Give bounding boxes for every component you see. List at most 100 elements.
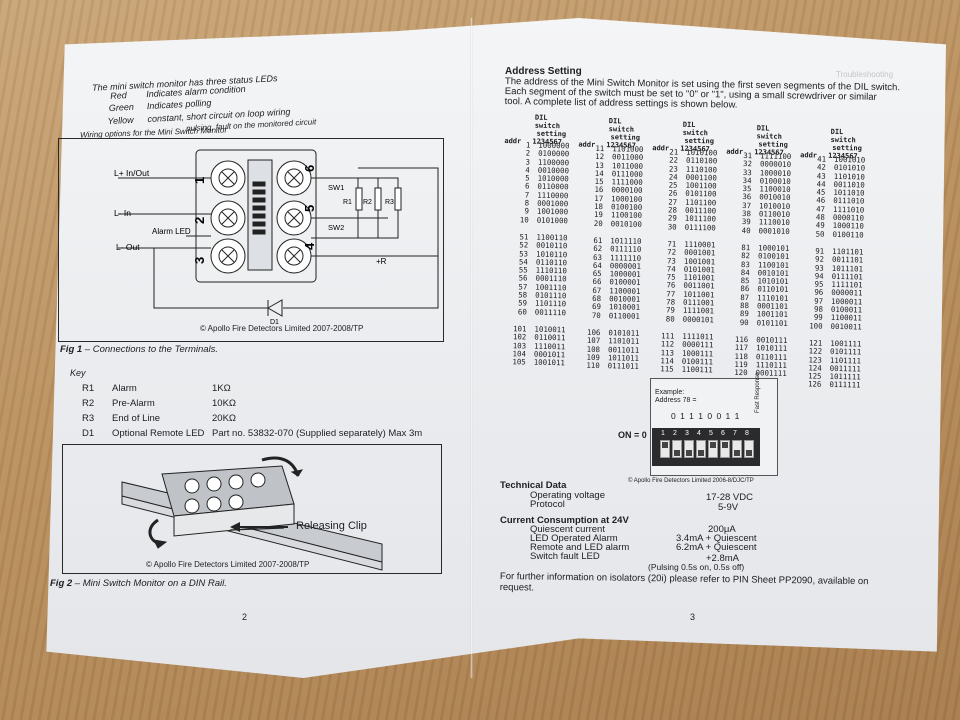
dip-switch-toggle[interactable] [660, 440, 670, 458]
fig2-caption: Fig 2 – Mini Switch Monitor on a DIN Rai… [50, 578, 227, 589]
fig1-caption: Fig 1 – Connections to the Terminals. [60, 344, 218, 355]
key-name: Pre-Alarm [112, 398, 155, 409]
address-cell: 80 [665, 314, 675, 324]
current-label: Quiescent current [530, 524, 605, 535]
dip-switch-toggle[interactable] [708, 440, 718, 458]
address-cell: 110 [586, 360, 600, 371]
dip-switch-toggle[interactable] [684, 440, 694, 458]
example-title: Example: [655, 389, 685, 396]
technical-title: Technical Data [500, 480, 567, 491]
current-value: 200μA [708, 524, 736, 535]
tech-value: 5-9V [718, 502, 739, 513]
dip-switch-number: 2 [673, 430, 677, 437]
current-label: LED Operated Alarm [530, 533, 618, 544]
resistor-label-r1: R1 [343, 199, 352, 206]
key-name: End of Line [112, 413, 161, 424]
terminal-label-l-in-out: L+ In/Out [114, 168, 150, 178]
terminal-label-sw2: SW2 [328, 223, 344, 232]
dip-switch-knob [662, 442, 668, 448]
dip-switch-toggle[interactable] [672, 440, 682, 458]
address-cell: 126 [807, 379, 822, 390]
dip-switch-number: 5 [709, 430, 713, 437]
arrow-head-icon [230, 522, 240, 532]
dip-switch-number: 4 [697, 430, 701, 437]
page-number-3: 3 [690, 612, 696, 622]
terminal-label-l-out: L- Out [116, 242, 140, 252]
fast-response-label: Fast Response [755, 372, 761, 413]
current-label: Switch fault LED [530, 551, 600, 562]
current-value: 3.4mA + Quiescent [676, 533, 757, 544]
dip-switch-number: 8 [745, 430, 749, 437]
current-value: 6.2mA + Quiescent [676, 542, 757, 553]
fig1-label: Fig 1 [60, 344, 83, 355]
terminal-label-plus-r: +R [376, 257, 387, 266]
status-green-desc: Indicates polling [146, 97, 212, 112]
example-copyright: © Apollo Fire Detectors Limited 2006-8/D… [628, 478, 754, 484]
key-name: Optional Remote LED [112, 428, 205, 439]
address-cell: 115 [660, 364, 674, 374]
header-text: DIL switch [608, 117, 635, 134]
key-symbol: D1 [82, 428, 95, 439]
fig2-copyright: © Apollo Fire Detectors Limited 2007-200… [146, 560, 310, 569]
dip-switch-knob [686, 450, 692, 456]
fig1-text: – Connections to the Terminals. [82, 344, 219, 355]
address-setting-title: Address Setting [505, 66, 582, 77]
address-cell: 120 [734, 368, 748, 378]
address-paragraph: The address of the Mini Switch Monitor i… [505, 76, 901, 113]
example-bits: 0 1 1 1 0 0 1 1 [671, 411, 741, 421]
dip-switch-knob [698, 450, 704, 456]
header-text: DIL switch [682, 120, 709, 138]
resistor-label-r2: R2 [363, 199, 372, 206]
key-value: 1KΩ [212, 383, 231, 394]
dip-switch-toggle[interactable] [696, 440, 706, 458]
diode-label-d1: D1 [270, 319, 279, 326]
address-cell: 90 [739, 317, 749, 327]
example-address: Address 78 = [655, 397, 697, 404]
terminal-label-sw1: SW1 [328, 183, 344, 192]
terminal-label-alarm-led: Alarm LED [152, 227, 191, 236]
fig1-panel [58, 138, 444, 342]
dip-switch-knob [710, 442, 716, 448]
address-cell: 30 [667, 222, 677, 232]
dip-switch [652, 428, 760, 466]
status-red-label: Red [110, 90, 128, 101]
key-symbol: R2 [82, 398, 95, 409]
page-2: The mini switch monitor has three status… [50, 73, 444, 622]
status-yellow-label: Yellow [107, 114, 134, 127]
status-green-label: Green [108, 101, 135, 114]
address-cell: 60 [517, 306, 527, 317]
current-label: Remote and LED alarm [530, 542, 630, 553]
dip-switch-number: 6 [721, 430, 725, 437]
address-cell: 50 [815, 229, 825, 239]
on-label: ON = 0 [618, 430, 647, 440]
key-value: Part no. 53832-070 (Supplied separately)… [212, 428, 423, 439]
terminal-label-l-in: L- In [114, 208, 131, 218]
address-cell: 70 [591, 310, 601, 320]
setting-cell: 0111111 [829, 380, 861, 390]
key-name: Alarm [112, 383, 137, 394]
dip-switch-toggle[interactable] [732, 440, 742, 458]
terminal-diagram: L+ In/Out L- In Alarm LED L- Out SW1 SW2… [114, 149, 439, 326]
header-text: DIL switch [756, 124, 782, 141]
key-symbol: R1 [82, 383, 95, 394]
dip-switch-knob [746, 450, 752, 456]
terminal-number-1: 1 [192, 177, 207, 184]
terminal-number-3: 3 [192, 257, 207, 264]
fig2-text: – Mini Switch Monitor on a DIN Rail. [72, 578, 227, 589]
dip-switch-knob [674, 450, 680, 456]
terminal-number-5: 5 [302, 205, 317, 212]
current-title: Current Consumption at 24V [500, 515, 629, 526]
header-text: DIL switch [830, 127, 856, 145]
dip-switch-toggle[interactable] [720, 440, 730, 458]
key-value: 10KΩ [212, 398, 237, 409]
header-text: DIL switch [534, 113, 561, 131]
dip-switch-number: 1 [661, 430, 665, 437]
address-cell: 20 [593, 218, 603, 228]
address-cell: 10 [519, 215, 529, 225]
key-symbol: R3 [82, 413, 95, 424]
setting-cell: 0010011 [830, 321, 862, 332]
dip-switch-toggle[interactable] [744, 440, 754, 458]
terminal-number-2: 2 [192, 217, 207, 224]
